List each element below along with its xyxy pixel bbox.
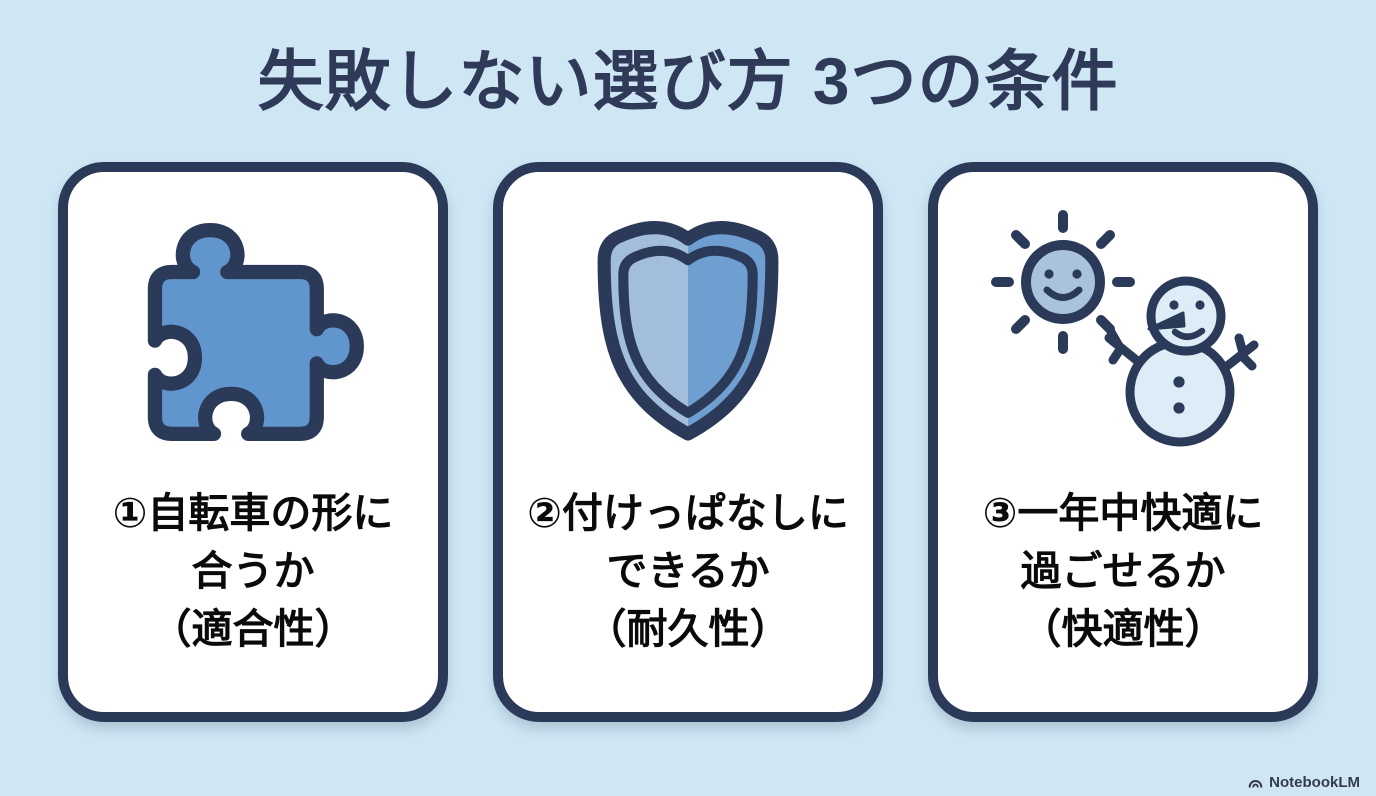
card-text-line: （快適性） — [1020, 606, 1226, 653]
card-text-durability: ②付けっぱなしに できるか （耐久性） — [527, 484, 849, 659]
sun-snowman-icon — [991, 209, 1259, 446]
icon-wrap-comfort — [973, 186, 1273, 478]
page-title: 失敗しない選び方 3つの条件 — [257, 44, 1119, 118]
card-text-line: できるか — [606, 548, 770, 595]
sun-rays — [991, 209, 1135, 354]
card-durability: ②付けっぱなしに できるか （耐久性） — [493, 162, 883, 722]
notebooklm-logo-icon — [1248, 779, 1263, 788]
card-text-comfort: ③一年中快適に 過ごせるか （快適性） — [983, 484, 1264, 659]
infographic-canvas: 失敗しない選び方 3つの条件 ①自転車の形に 合うか （適合性） — [0, 28, 1376, 796]
shield-icon — [597, 221, 779, 441]
card-text-compatibility: ①自転車の形に 合うか （適合性） — [113, 484, 394, 659]
card-text-line: 合うか — [191, 548, 315, 595]
card-text-line: （耐久性） — [585, 606, 791, 653]
icon-wrap-durability — [590, 186, 786, 478]
card-text-line: 過ごせるか — [1020, 548, 1226, 595]
card-compatibility: ①自転車の形に 合うか （適合性） — [58, 162, 448, 722]
icon-wrap-compatibility — [134, 186, 372, 478]
card-text-line: ②付けっぱなしに — [527, 490, 849, 536]
card-comfort: ③一年中快適に 過ごせるか （快適性） — [928, 162, 1318, 722]
cards-row: ①自転車の形に 合うか （適合性） — [0, 162, 1376, 722]
puzzle-icon — [147, 222, 364, 442]
brand-label: NotebookLM — [1269, 774, 1360, 791]
card-text-line: （適合性） — [150, 606, 356, 653]
card-text-line: ①自転車の形に — [112, 490, 394, 536]
footer-brand: NotebookLM — [1247, 774, 1360, 791]
card-text-line: ③一年中快適に — [982, 490, 1264, 536]
